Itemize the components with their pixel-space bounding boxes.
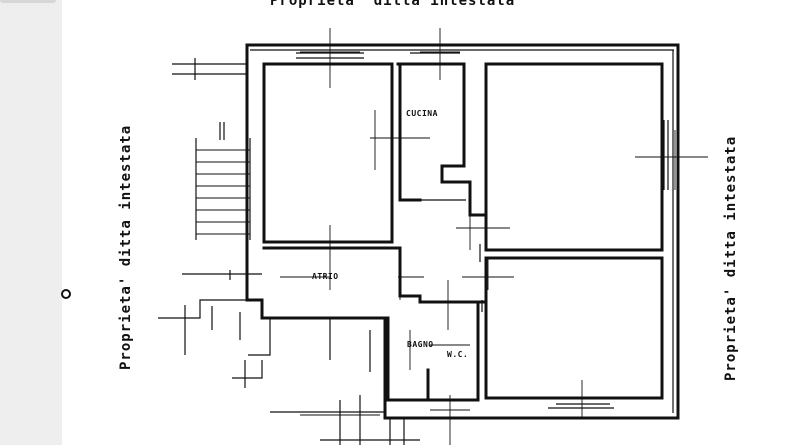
openings (296, 52, 669, 405)
left-gutter (0, 0, 62, 445)
circle-marker-icon (61, 289, 71, 299)
outer-wall-main (245, 43, 680, 420)
gutter-tab (0, 0, 56, 3)
outer-wall-left (245, 43, 387, 420)
staircase (195, 122, 251, 240)
top-boundary-label: Proprieta' ditta intestata (270, 0, 516, 9)
room-label-wc: W.C. (447, 350, 469, 359)
bagno-walls (386, 300, 480, 402)
kitchen-walls (396, 62, 488, 217)
room-left-upper (262, 62, 394, 244)
kitchen-left-wall (398, 62, 422, 202)
room-label-atrio: ATRIO (312, 272, 339, 281)
room-label-bagno: BAGNO (407, 340, 434, 349)
room-right-lower (484, 256, 664, 400)
crosshair-marks (280, 28, 708, 445)
outer-walls (245, 43, 680, 420)
atrio-walls (262, 246, 488, 304)
external-lines (158, 58, 614, 445)
room-label-cucina: CUCINA (406, 109, 438, 118)
